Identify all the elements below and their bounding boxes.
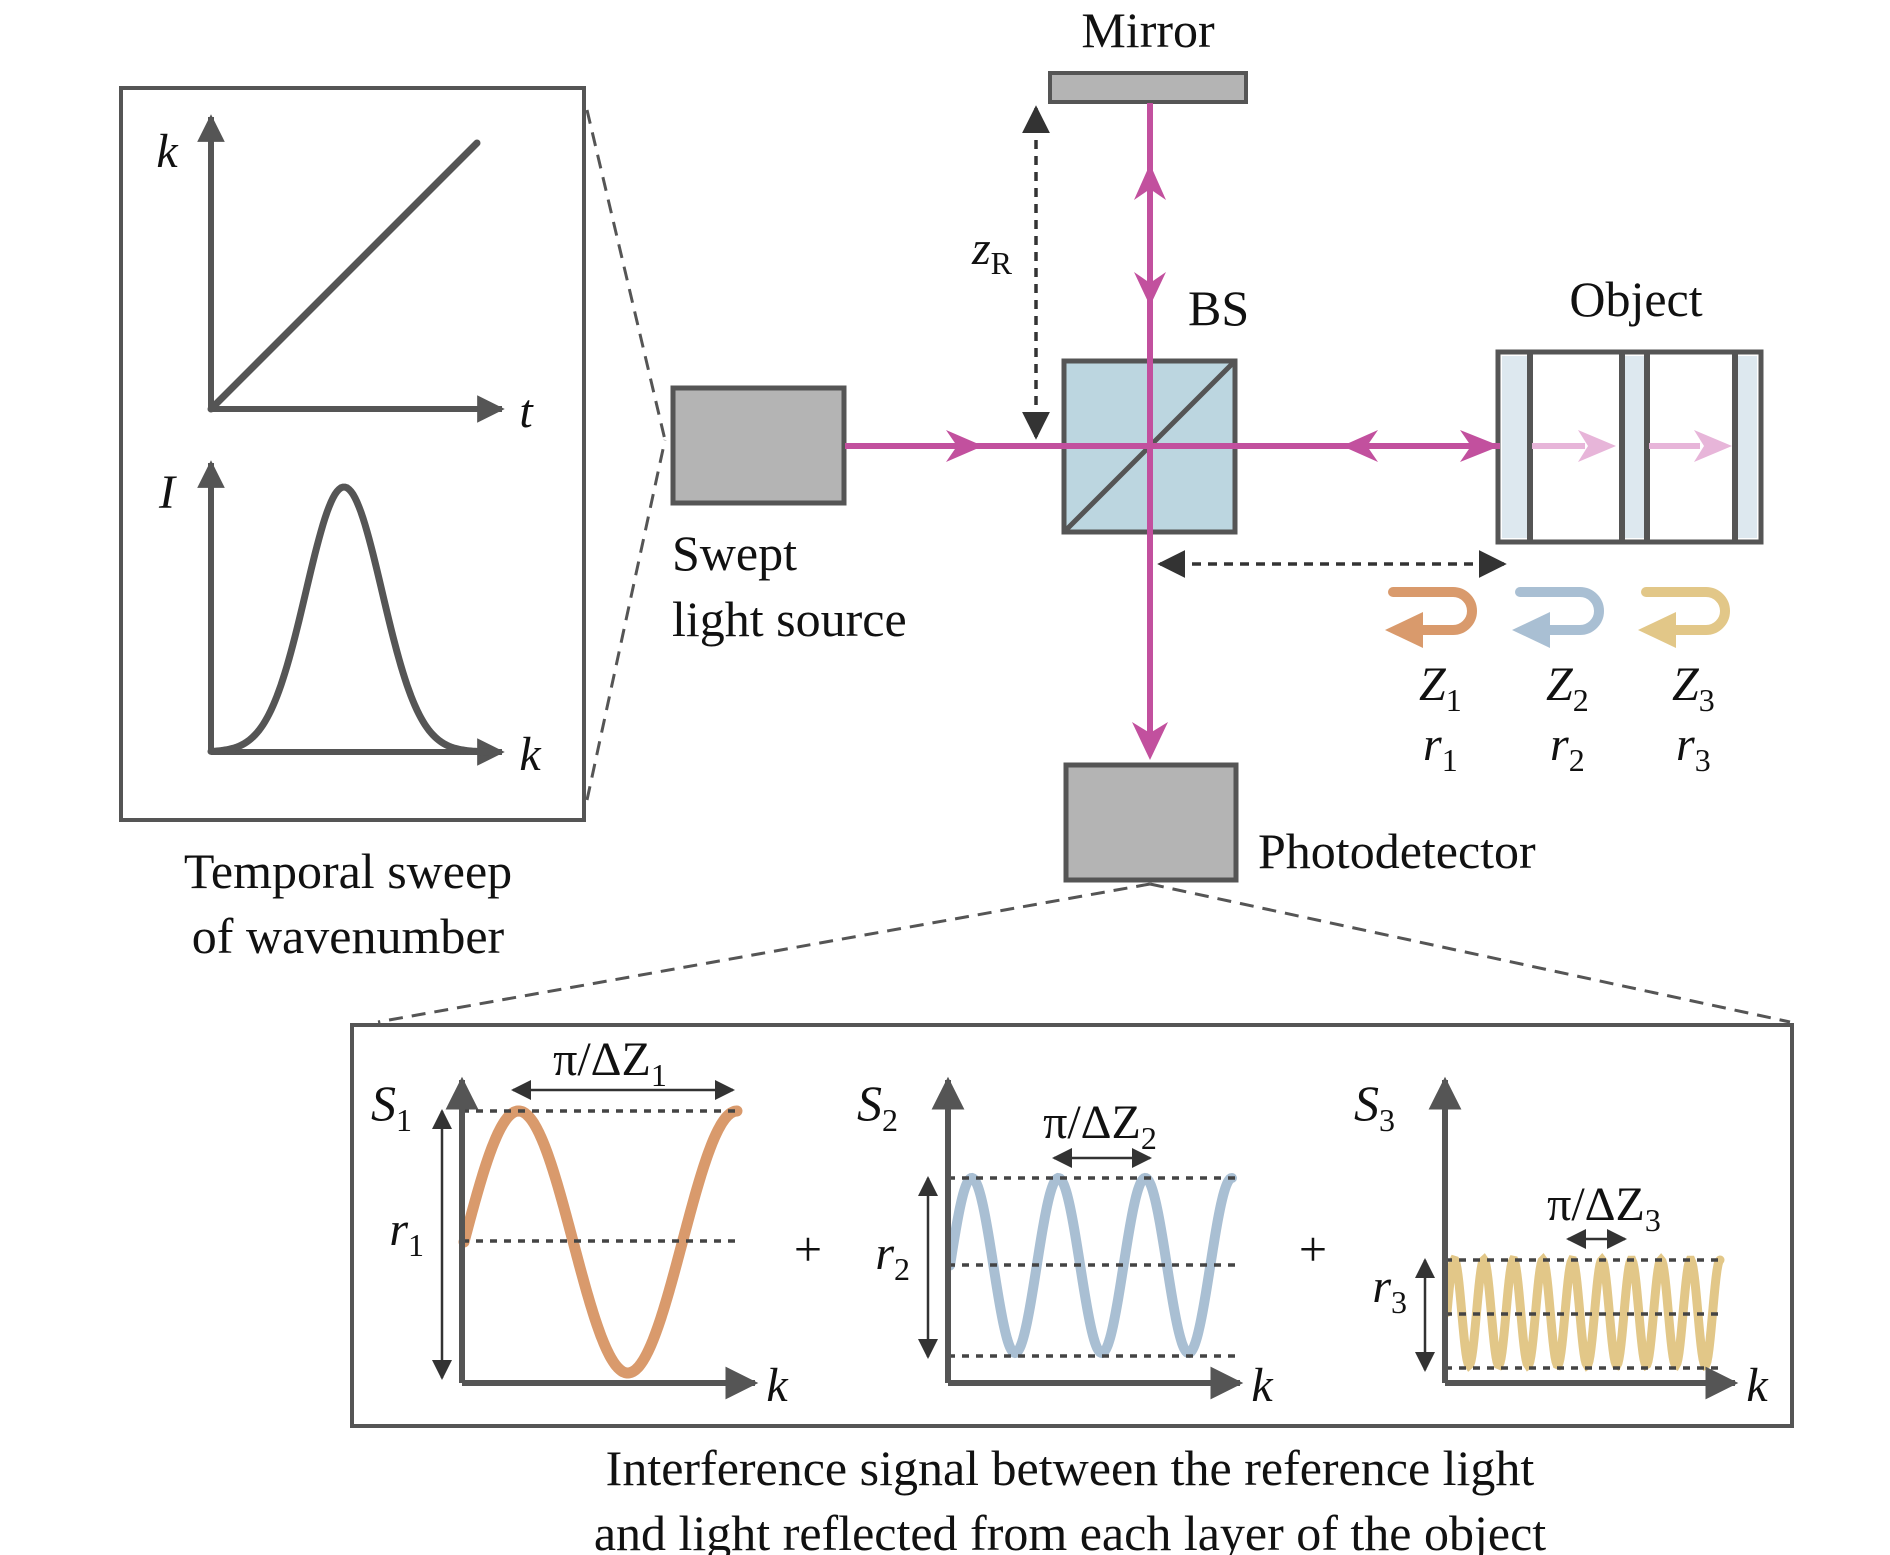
- layer-1-reflectance-label: r1: [1423, 718, 1458, 778]
- signal-1-x-label: k: [766, 1359, 789, 1412]
- sweep-panel-frame: [119, 86, 586, 822]
- object-layer-3: [1735, 356, 1757, 538]
- zr-label: zR: [971, 222, 1013, 281]
- beam-arrow-mirror-up: [1134, 164, 1166, 200]
- sweep-caption-line1: Temporal sweep: [184, 843, 512, 899]
- return-arrow-icon: [1388, 587, 1477, 635]
- photodetector: [1063, 762, 1239, 883]
- object-label: Object: [1569, 271, 1702, 327]
- layer-2-depth-label: Z2: [1546, 658, 1589, 718]
- layer-3-depth-label: Z3: [1672, 658, 1715, 718]
- signal-2-period-label: π/ΔZ2: [1043, 1096, 1157, 1156]
- source-label-line1: Swept: [672, 525, 797, 581]
- beam-arrow-mirror-down: [1134, 272, 1166, 306]
- signal-1-wave: [458, 1105, 743, 1379]
- beam-arrow-source: [946, 430, 983, 462]
- return-arrow-icon: [1641, 587, 1730, 635]
- return-arrowhead-icon: [1638, 612, 1676, 648]
- beam-arrow-detector: [1132, 722, 1168, 760]
- source-label-line2: light source: [672, 591, 907, 647]
- signal-1-period-label: π/ΔZ1: [553, 1033, 667, 1093]
- beam-arrow-object-forward: [1460, 430, 1500, 462]
- sweep-panel: k t I k Temporal sweep of wavenumber: [119, 86, 586, 964]
- signal-2-wave: [945, 1172, 1237, 1359]
- reference-mirror: [1048, 71, 1248, 104]
- layer-3-reflectance-label: r3: [1676, 718, 1711, 778]
- signal-plot-3: S3 r3 π/ΔZ3 k: [1354, 1075, 1769, 1412]
- beam-arrow-object-back: [1342, 430, 1378, 462]
- sweep-zoom-lines: [585, 109, 667, 801]
- plus-sign-2: +: [1299, 1221, 1327, 1277]
- signal-plot-2: S2 r2 π/ΔZ2 k: [857, 1075, 1274, 1412]
- return-arrowhead-icon: [1512, 612, 1550, 648]
- linear-sweep-line: [207, 139, 481, 413]
- signal-2-x-label: k: [1251, 1359, 1274, 1412]
- signal-zoom-lines: [377, 882, 1791, 1024]
- signal-3-period-label: π/ΔZ3: [1547, 1178, 1661, 1238]
- sweep-top-x-label: t: [519, 385, 534, 438]
- object-layer-2: [1622, 356, 1647, 538]
- swept-light-source: [670, 385, 847, 506]
- return-arrowhead-icon: [1385, 612, 1423, 648]
- object-layer-1: [1502, 356, 1529, 538]
- signal-3-y-label: S3: [1354, 1075, 1395, 1138]
- signal-2-amplitude-label: r2: [875, 1227, 910, 1287]
- signal-2-y-label: S2: [857, 1075, 898, 1138]
- return-arrow-icon: [1515, 587, 1604, 635]
- layer-1-depth-label: Z1: [1419, 658, 1462, 718]
- signal-1-amplitude-label: r1: [389, 1203, 424, 1263]
- signal-1-y-label: S1: [371, 1075, 412, 1138]
- sweep-caption-line2: of wavenumber: [192, 908, 505, 964]
- signal-caption-line1: Interference signal between the referenc…: [606, 1440, 1535, 1496]
- signal-3-wave: [1442, 1252, 1725, 1372]
- light-beams: [845, 103, 1500, 760]
- plus-sign-1: +: [794, 1221, 822, 1277]
- signal-3-amplitude-label: r3: [1372, 1260, 1407, 1320]
- signal-3-x-label: k: [1746, 1359, 1769, 1412]
- signal-plots: S1 r1 π/ΔZ1 k S2 r2 π/ΔZ2 k S3 r3 π/ΔZ3 k: [371, 1033, 1769, 1412]
- intensity-spectrum-curve: [207, 483, 493, 756]
- sweep-bottom-x-label: k: [519, 728, 542, 781]
- sweep-bottom-y-label: I: [158, 466, 177, 519]
- sweep-top-y-label: k: [156, 125, 179, 178]
- faded-beams-in-object: [1532, 430, 1732, 462]
- layer-2-reflectance-label: r2: [1550, 718, 1585, 778]
- sweep-top-plot: k t: [156, 114, 534, 438]
- signal-caption-line2: and light reflected from each layer of t…: [594, 1505, 1546, 1555]
- mirror-label: Mirror: [1081, 2, 1215, 58]
- bs-label: BS: [1188, 280, 1249, 336]
- signal-plot-1: S1 r1 π/ΔZ1 k: [371, 1033, 789, 1412]
- sweep-bottom-plot: I k: [158, 460, 542, 781]
- photodetector-label: Photodetector: [1258, 823, 1536, 879]
